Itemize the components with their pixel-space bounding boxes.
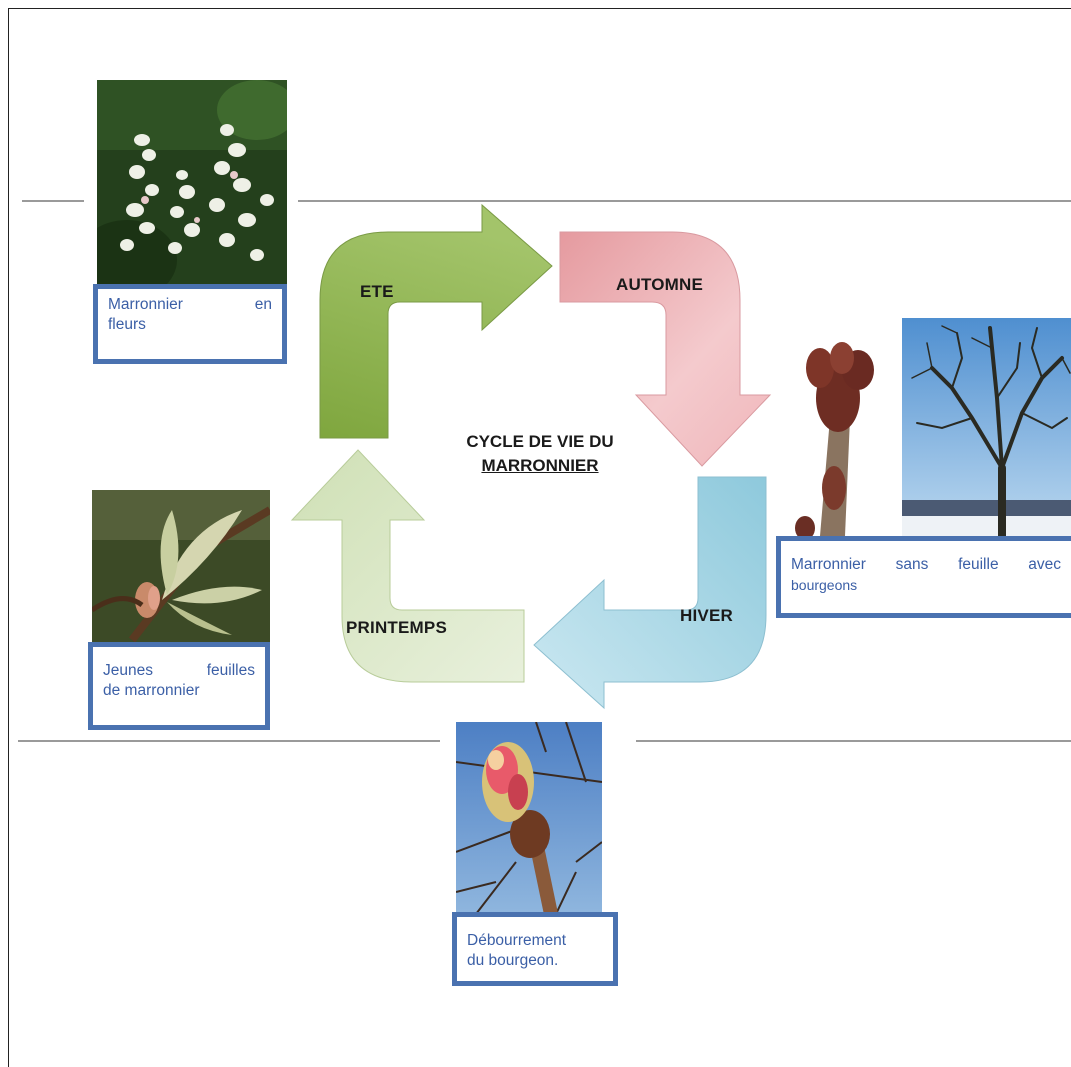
cycle-arrows xyxy=(290,203,772,710)
arrow-ete xyxy=(319,203,553,439)
divider-top-left xyxy=(22,200,84,202)
photo-jeunes-feuilles xyxy=(92,490,270,642)
caption-jeunes-feuilles: Jeunes feuilles de marronnier xyxy=(88,642,270,730)
arrow-hiver xyxy=(533,476,767,710)
stage-label-automne: AUTOMNE xyxy=(616,275,704,294)
caption-marronnier-fleurs: Marronnier en fleurs xyxy=(93,284,287,364)
photo-bourgeon xyxy=(790,328,890,536)
photo-debourrement xyxy=(456,722,602,914)
caption-fleurs-line1: Marronnier en xyxy=(108,296,272,313)
stage-label-printemps: PRINTEMPS xyxy=(346,618,447,637)
photo-arbre-nu xyxy=(902,318,1071,536)
arrow-printemps xyxy=(290,449,525,683)
diagram-title-line1: CYCLE DE VIE DU xyxy=(466,432,614,451)
stage-label-hiver: HIVER xyxy=(680,606,733,625)
caption-marronnier-sans-feuille: Marronnier sans feuille avec bourgeons xyxy=(776,536,1071,618)
arrow-automne xyxy=(559,231,772,467)
divider-bottom-right xyxy=(636,740,1071,742)
caption-debourrement-line1: Débourrement xyxy=(467,932,567,949)
caption-jeunes-feuilles-line1: Jeunes feuilles xyxy=(103,662,255,679)
diagram-title-line2: MARRONNIER xyxy=(481,456,599,475)
caption-sans-feuille-line2: bourgeons xyxy=(791,577,858,593)
diagram-title: CYCLE DE VIE DU MARRONNIER xyxy=(430,430,650,478)
page-frame xyxy=(8,8,1071,1067)
divider-bottom-left xyxy=(18,740,440,742)
caption-fleurs-line2: fleurs xyxy=(108,316,146,333)
caption-debourrement-line2: du bourgeon. xyxy=(467,952,559,969)
caption-sans-feuille-line1: Marronnier sans feuille avec xyxy=(791,556,1061,573)
stage-label-ete: ETE xyxy=(360,282,394,301)
photo-marronnier-fleurs xyxy=(97,80,287,286)
caption-jeunes-feuilles-line2: de marronnier xyxy=(103,682,200,699)
divider-top-right xyxy=(298,200,1071,202)
caption-debourrement: Débourrement du bourgeon. xyxy=(452,912,618,986)
